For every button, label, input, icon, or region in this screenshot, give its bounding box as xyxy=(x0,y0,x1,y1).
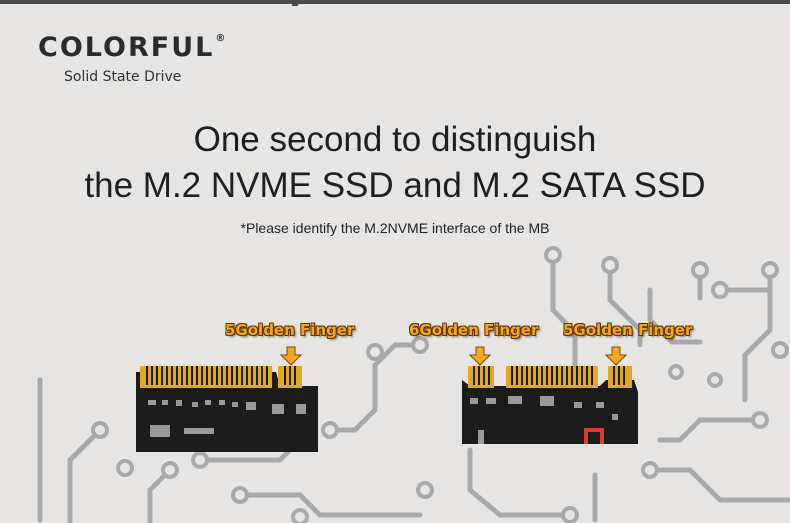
interface-note: *Please identify the M.2NVME interface o… xyxy=(240,220,550,236)
arrow-down-icon xyxy=(604,346,628,366)
brand-logo: COLORFUL® Solid State Drive xyxy=(38,32,228,86)
registered-mark: ® xyxy=(215,33,228,44)
top-bar xyxy=(0,0,790,4)
callout-golden-finger-right: 5Golden Finger xyxy=(563,321,693,339)
headline-line-1: One second to distinguish xyxy=(193,120,597,159)
arrow-down-icon xyxy=(468,346,492,366)
nvme-ssd-board xyxy=(136,366,318,452)
sata-ssd-board xyxy=(462,366,638,444)
arrow-down-icon xyxy=(279,346,303,366)
brand-tagline: Solid State Drive xyxy=(64,69,182,85)
callout-golden-finger-middle: 6Golden Finger xyxy=(409,321,539,339)
callout-golden-finger-left: 5Golden Finger xyxy=(225,321,355,339)
headline-line-2: the M.2 NVME SSD and M.2 SATA SSD xyxy=(84,166,706,205)
brand-name: COLORFUL® xyxy=(38,32,228,63)
